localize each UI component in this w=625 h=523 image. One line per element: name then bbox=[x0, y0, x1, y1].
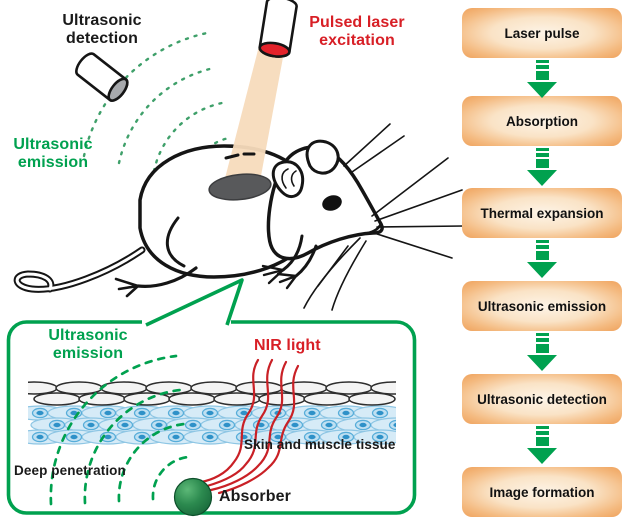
flow-arrow-down-icon bbox=[462, 426, 622, 464]
mouse-illustration bbox=[13, 123, 465, 311]
process-flowchart: Laser pulse Absorption Thermal expansion… bbox=[462, 0, 622, 523]
skin-muscle-label: Skin and muscle tissue bbox=[244, 437, 396, 452]
deep-penetration-label: Deep penetration bbox=[14, 463, 126, 478]
flow-step-ultrasonic-detection: Ultrasonic detection bbox=[462, 374, 622, 424]
flow-arrow-down-icon bbox=[462, 333, 622, 371]
pulsed-laser-label: Pulsed laser excitation bbox=[309, 14, 405, 49]
flow-step-thermal-expansion: Thermal expansion bbox=[462, 188, 622, 238]
laser-source-cylinder bbox=[258, 0, 298, 58]
nir-light-rays bbox=[199, 358, 300, 495]
inset-ultrasonic-emission-label: Ultrasonic emission bbox=[48, 327, 128, 362]
muscle-nuclei bbox=[31, 407, 396, 443]
flow-step-laser-pulse: Laser pulse bbox=[462, 8, 622, 58]
ultrasound-arcs-inset bbox=[49, 354, 190, 506]
absorber-label: Absorber bbox=[219, 488, 291, 505]
ultrasonic-detection-label: Ultrasonic detection bbox=[62, 12, 142, 47]
callout-pointer bbox=[145, 278, 244, 327]
inset-box bbox=[6, 278, 417, 517]
laser-spot bbox=[208, 173, 272, 201]
skin-tissue-layer bbox=[28, 381, 396, 406]
flow-arrow-down-icon bbox=[462, 240, 622, 278]
back-outline-dashes bbox=[224, 152, 256, 160]
ultrasound-detector-cylinder bbox=[75, 52, 129, 102]
absorber-sphere bbox=[173, 477, 213, 517]
flow-arrow-down-icon bbox=[462, 148, 622, 186]
whiskers bbox=[303, 123, 465, 311]
flow-step-absorption: Absorption bbox=[462, 96, 622, 146]
flow-step-image-formation: Image formation bbox=[462, 467, 622, 517]
flow-step-ultrasonic-emission: Ultrasonic emission bbox=[462, 281, 622, 331]
nir-light-label: NIR light bbox=[254, 337, 321, 354]
ultrasonic-emission-label: Ultrasonic emission bbox=[13, 136, 93, 171]
flow-arrow-down-icon bbox=[462, 60, 622, 98]
